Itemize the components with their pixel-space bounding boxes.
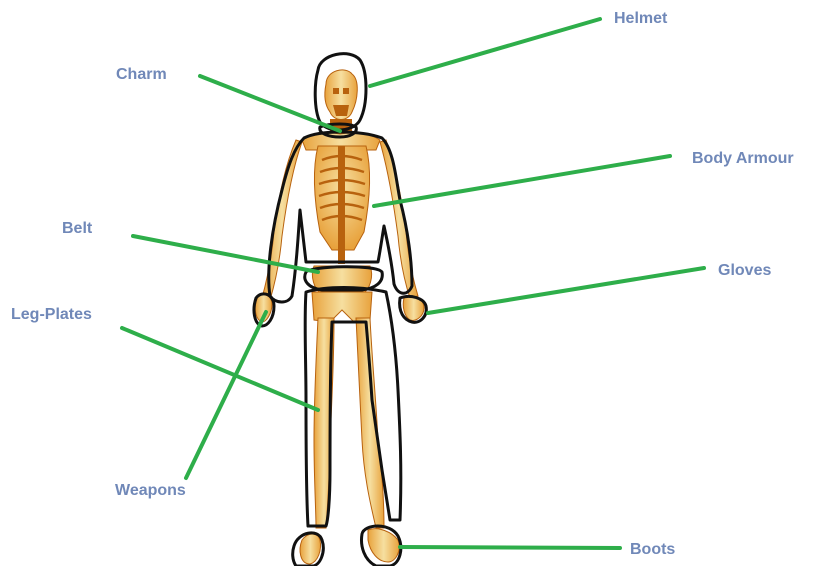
foot-left bbox=[300, 534, 320, 564]
spine bbox=[338, 146, 345, 264]
skull-eye-right bbox=[343, 88, 349, 94]
skull-eye-left bbox=[333, 88, 339, 94]
label-weapons: Weapons bbox=[115, 482, 186, 500]
label-body-armour: Body Armour bbox=[692, 150, 794, 168]
label-gloves: Gloves bbox=[718, 262, 771, 280]
leader-line-leg-plates bbox=[122, 328, 318, 410]
leader-line-body-armour bbox=[374, 156, 670, 206]
label-helmet: Helmet bbox=[614, 10, 667, 28]
leader-line-helmet bbox=[370, 19, 600, 86]
leg-right bbox=[356, 318, 384, 528]
label-belt: Belt bbox=[62, 220, 92, 238]
leader-line-gloves bbox=[428, 268, 704, 313]
label-charm: Charm bbox=[116, 66, 167, 84]
leader-line-boots bbox=[400, 547, 620, 548]
leader-line-charm bbox=[200, 76, 340, 131]
leader-line-belt bbox=[133, 236, 318, 272]
label-boots: Boots bbox=[630, 541, 675, 559]
skeleton-bones bbox=[255, 70, 424, 564]
leader-line-weapons bbox=[186, 312, 266, 478]
label-leg-plates: Leg-Plates bbox=[11, 306, 92, 324]
